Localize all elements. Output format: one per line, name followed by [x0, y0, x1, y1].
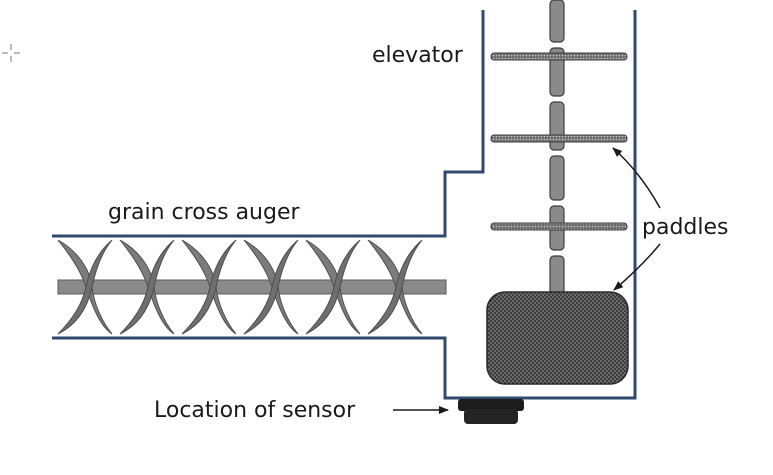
auger-flight [367, 239, 423, 335]
auger-shaft [57, 279, 447, 295]
crosshair-icon [2, 44, 20, 62]
sensor-icon [458, 399, 524, 424]
paddle [490, 134, 628, 143]
label-sensor-location: Location of sensor [154, 398, 356, 423]
label-elevator: elevator [372, 43, 464, 68]
auger-flight [57, 239, 113, 335]
elevator-boot-grain [486, 291, 629, 385]
label-paddles: paddles [642, 215, 729, 240]
chain-link [549, 155, 565, 201]
chain-link [549, 101, 565, 151]
elevator-wall-left [52, 10, 485, 238]
auger-flight [305, 239, 361, 335]
paddles-arrow-lower [613, 243, 661, 291]
auger-flight [243, 239, 299, 335]
auger-flight [181, 239, 237, 335]
auger-flight [119, 239, 175, 335]
elevator-chain [549, 0, 565, 301]
auger-flight [181, 239, 237, 335]
paddle [490, 222, 628, 231]
paddle [490, 52, 628, 61]
auger-flight [243, 239, 299, 335]
auger-flight [119, 239, 175, 335]
chain-link [549, 0, 565, 43]
auger-flight [305, 239, 361, 335]
elevator-wall-right-and-boot [52, 10, 637, 400]
auger-flight [367, 239, 423, 335]
label-grain-cross-auger: grain cross auger [108, 200, 300, 225]
auger-flights [57, 239, 423, 335]
paddles [490, 52, 628, 231]
auger-flight [57, 239, 113, 335]
paddles-arrow-upper [612, 147, 661, 209]
